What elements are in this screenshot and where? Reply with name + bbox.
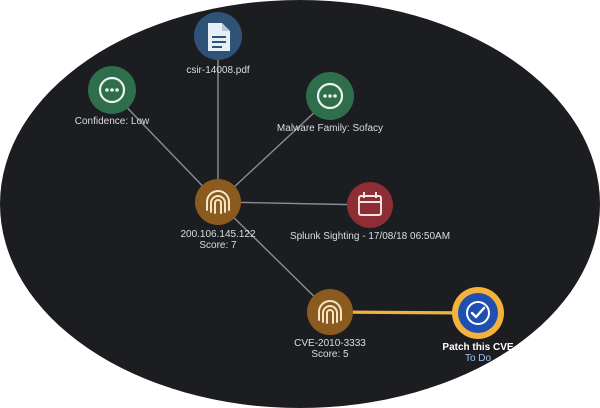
node-confidence[interactable]: Confidence: Low [75, 66, 150, 127]
more-icon [98, 76, 126, 104]
node-task[interactable]: Patch this CVE To Do [442, 287, 514, 364]
more-icon [316, 82, 344, 110]
fingerprint-icon [206, 190, 230, 214]
node-label: csir-14008.pdf [186, 65, 250, 76]
edge-ip-confidence[interactable] [111, 91, 219, 203]
document-icon [208, 23, 230, 51]
edge-ip-splunk[interactable] [217, 201, 371, 206]
node-malware[interactable]: Malware Family: Sofacy [277, 72, 383, 134]
node-label: Confidence: Low [75, 116, 150, 127]
node-sublabel: To Do [465, 353, 492, 364]
node-label: Patch this CVE [442, 342, 513, 353]
node-sublabel: Score: 7 [199, 240, 237, 251]
edge-ip-cve[interactable] [217, 201, 331, 313]
node-splunk[interactable]: Splunk Sighting - 17/08/18 06:50AM [290, 182, 450, 242]
check-icon [466, 301, 490, 325]
node-label: CVE-2010-3333 [294, 338, 366, 349]
fingerprint-icon [318, 300, 342, 324]
node-file[interactable]: csir-14008.pdf [186, 12, 250, 76]
node-sublabel: Score: 5 [311, 349, 349, 360]
node-cve[interactable]: CVE-2010-3333 Score: 5 [294, 289, 366, 360]
node-label: 200.106.145.122 [180, 229, 256, 240]
edge-ip-malware[interactable] [217, 95, 333, 203]
edge-layer [111, 36, 479, 315]
node-label: Splunk Sighting - 17/08/18 06:50AM [290, 231, 450, 242]
node-ip[interactable]: 200.106.145.122 Score: 7 [180, 179, 256, 251]
node-label: Malware Family: Sofacy [277, 123, 383, 134]
calendar-icon [358, 192, 382, 216]
